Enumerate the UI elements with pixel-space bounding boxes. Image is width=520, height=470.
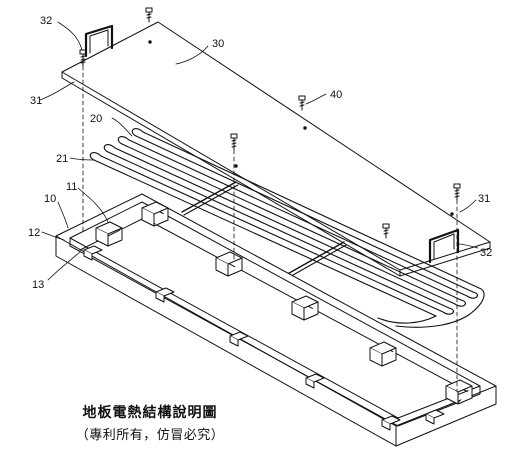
heating-coil (89, 128, 485, 328)
screw-left (79, 49, 87, 67)
screw-front (382, 223, 390, 239)
ref-40: 40 (330, 89, 342, 101)
handle-right (428, 228, 460, 264)
figure-notice: （專利所有，仿冒必究） (75, 428, 225, 443)
ref-21: 21 (56, 153, 68, 165)
ref-10: 10 (44, 193, 56, 205)
cover-panel (61, 21, 491, 277)
ref-30: 30 (212, 38, 224, 50)
ref-32-right: 32 (480, 247, 492, 259)
screw-center (230, 133, 238, 151)
ref-13: 13 (32, 279, 44, 291)
ref-12: 12 (28, 227, 40, 239)
ref-32-left: 32 (40, 15, 52, 27)
handle-left (84, 24, 114, 58)
ref-11: 11 (66, 181, 77, 193)
support-blocks (83, 201, 473, 431)
ref-31-left: 31 (30, 95, 42, 107)
ref-20: 20 (90, 113, 102, 125)
screw-top (145, 7, 153, 23)
assembly-lines (82, 65, 458, 393)
screw-right (453, 183, 461, 201)
ref-31-right: 31 (478, 193, 490, 205)
reference-numerals: 32 30 40 20 21 31 11 10 12 13 31 32 (28, 15, 492, 291)
screw-40 (298, 95, 306, 111)
figure-title: 地板電熱結構說明圖 (82, 405, 218, 421)
leader-lines (39, 21, 479, 281)
